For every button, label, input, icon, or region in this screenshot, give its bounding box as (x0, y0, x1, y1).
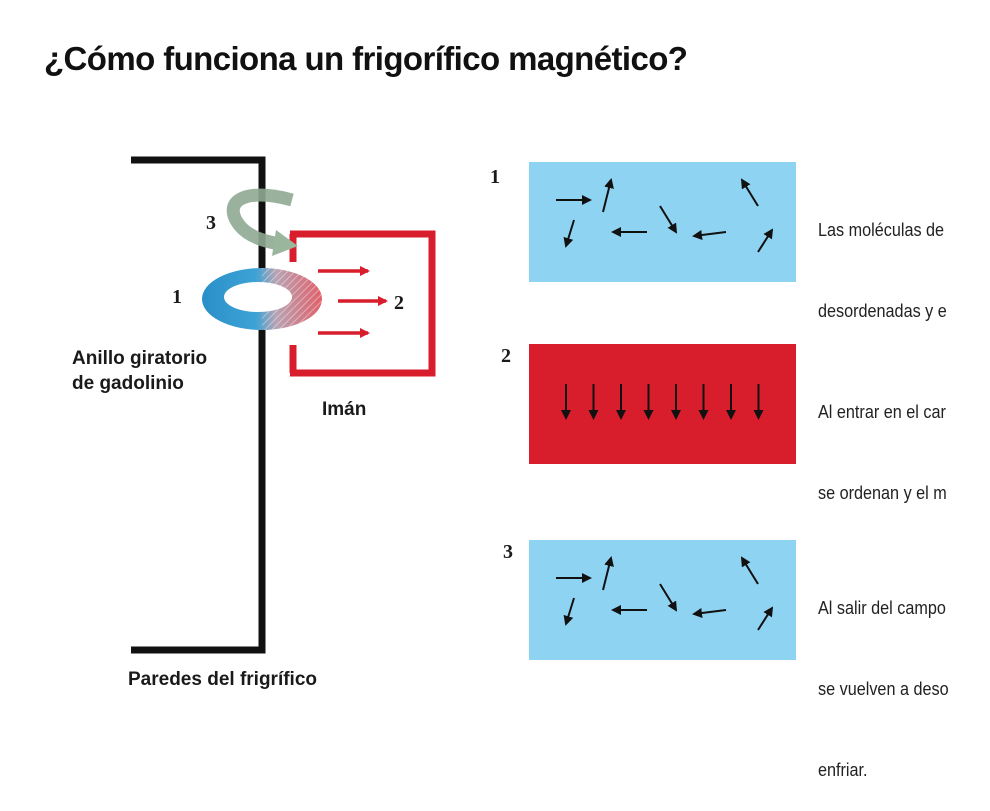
molecule-arrow (602, 556, 614, 591)
molecule-arrows-ordered (561, 384, 764, 420)
page-title: ¿Cómo funciona un frigorífico magnético? (44, 40, 688, 77)
molecule-arrow (757, 606, 774, 631)
molecule-arrows-disordered (556, 178, 774, 253)
step-2-description: Al entrar en el car se ordenan y el m (818, 345, 976, 534)
step-2-panel (529, 344, 796, 464)
molecule-arrow (563, 597, 575, 626)
step-1-marker: 1 (172, 286, 182, 308)
step-3-number: 3 (503, 541, 513, 563)
magnet-label: Imán (322, 399, 367, 420)
step-3-description: Al salir del campo se vuelven a deso enf… (818, 541, 976, 811)
molecule-arrow (740, 556, 759, 585)
step-1-description: Las moléculas de desordenadas y e (818, 163, 976, 352)
step-2-number: 2 (501, 345, 511, 367)
step-1-panel (529, 162, 796, 282)
step-3-line1: Al salir del campo (818, 598, 946, 618)
molecule-arrows-disordered (556, 556, 774, 631)
magnetic-fridge-diagram (131, 156, 796, 660)
step-1-line1: Las moléculas de (818, 220, 945, 240)
step-2-line2: se ordenan y el m (818, 483, 947, 503)
wall-label: Paredes del frigrífico (128, 669, 318, 690)
molecule-arrow (659, 205, 678, 234)
molecule-arrow (602, 178, 614, 213)
ring-label-line1: Anillo giratorio (72, 348, 208, 369)
molecule-arrow (692, 230, 727, 240)
molecule-arrow (659, 583, 678, 612)
molecule-arrow (563, 219, 575, 248)
step-2-marker: 2 (394, 292, 404, 314)
rotation-arrow (226, 188, 298, 256)
fridge-wall (131, 156, 266, 654)
gadolinium-ring (202, 268, 322, 330)
step-3-panel (529, 540, 796, 660)
molecule-arrow (740, 178, 759, 207)
step-3-marker: 3 (206, 212, 216, 234)
molecule-arrow (692, 608, 727, 618)
step-3-line2: se vuelven a deso (818, 679, 949, 699)
step-2-line1: Al entrar en el car (818, 402, 946, 422)
step-1-number: 1 (490, 166, 500, 188)
magnet (290, 230, 436, 377)
step-1-line2: desordenadas y e (818, 301, 947, 321)
molecule-arrow (757, 228, 774, 253)
ring-label-line2: de gadolinio (72, 373, 184, 394)
step-3-line3: enfriar. (818, 760, 868, 780)
